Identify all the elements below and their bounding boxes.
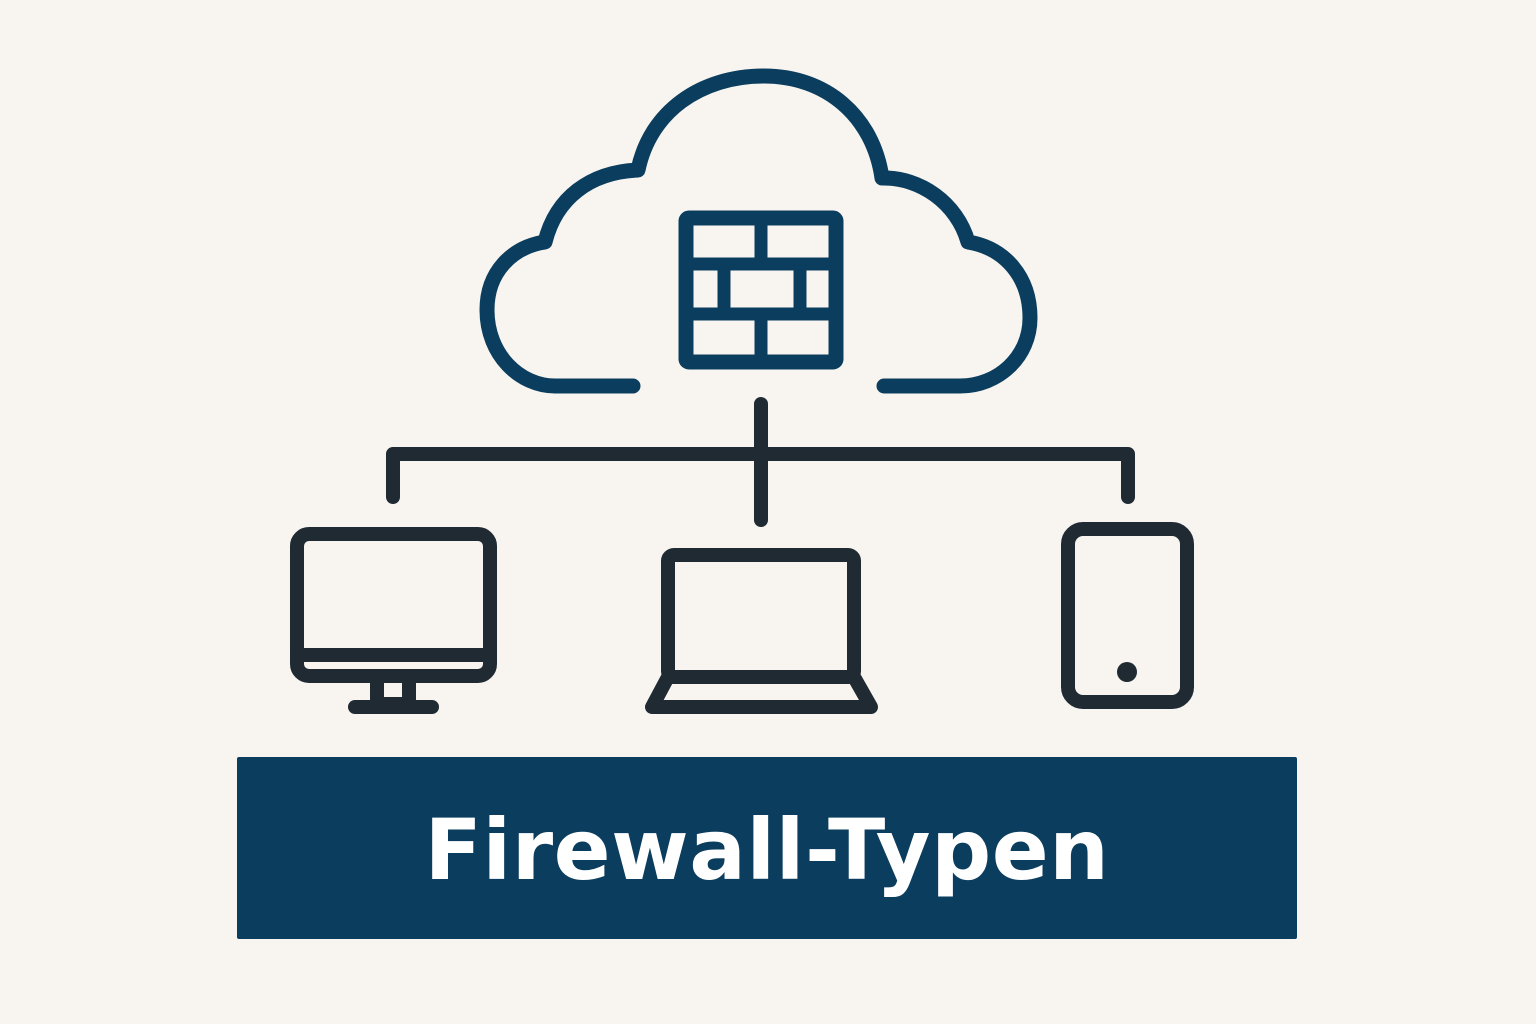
tablet-home-button (1117, 662, 1137, 682)
cloud-outline (479, 68, 1038, 394)
tablet-icon (1061, 522, 1194, 709)
laptop-keyboard-base (645, 670, 878, 714)
laptop-icon (645, 548, 878, 714)
connector-bus (386, 447, 1135, 504)
page-title: Firewall-Typen (424, 801, 1110, 899)
title-banner: Firewall-Typen (237, 757, 1297, 939)
cloud-icon (479, 68, 1038, 394)
laptop-screen (661, 548, 861, 684)
desktop-stand (370, 669, 416, 711)
network-connectors (386, 397, 1135, 527)
desktop-monitor-icon (290, 527, 497, 714)
firewall-brick-icon (678, 210, 844, 370)
tablet-body (1061, 522, 1194, 709)
